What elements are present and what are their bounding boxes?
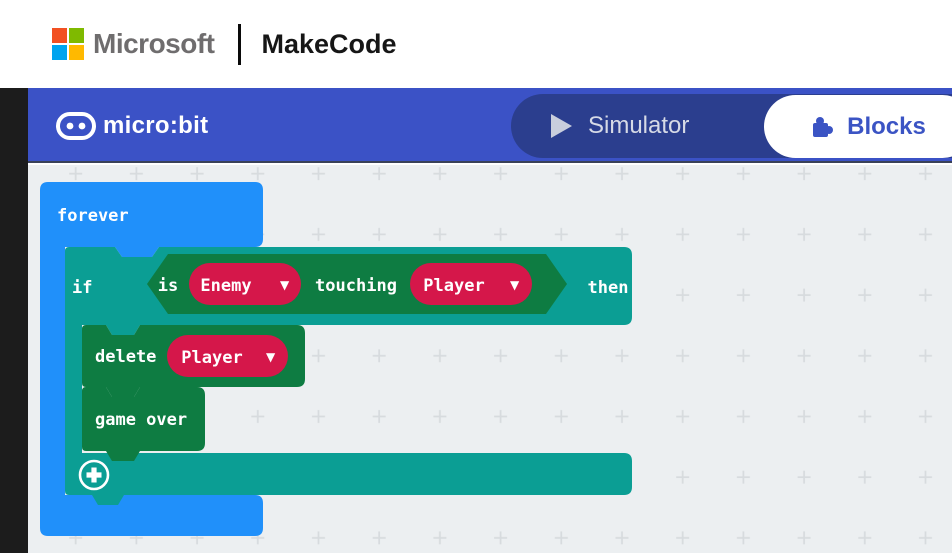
- if-label: if: [72, 278, 92, 298]
- game-over-block[interactable]: game over: [82, 387, 205, 461]
- if-block[interactable]: if then is Enemy ▼ touching Player: [65, 247, 632, 505]
- left-edge-strip: [0, 88, 28, 553]
- game-over-label: game over: [95, 410, 187, 430]
- microbit-logo-icon: [56, 111, 96, 140]
- ms-logo-green-square: [69, 28, 84, 43]
- simulator-label: Simulator: [588, 112, 690, 139]
- expand-if-button[interactable]: [78, 459, 110, 491]
- ms-logo-yellow-square: [69, 45, 84, 60]
- blocks-workspace[interactable]: forever if then is Enemy ▼ touching: [28, 165, 952, 553]
- ms-logo-red-square: [52, 28, 67, 43]
- microsoft-logo-icon: [52, 28, 84, 60]
- ms-logo-blue-square: [52, 45, 67, 60]
- condition-hexagon[interactable]: is Enemy ▼ touching Player ▼: [147, 254, 567, 314]
- microsoft-label: Microsoft: [93, 28, 215, 59]
- view-toggle-pill: Simulator Blocks: [511, 94, 952, 158]
- chevron-down-icon: ▼: [510, 278, 520, 292]
- makecode-label: MakeCode: [261, 28, 397, 59]
- forever-label: forever: [57, 206, 129, 226]
- condition-is-label: is: [158, 276, 178, 296]
- microbit-brand[interactable]: micro:bit: [55, 88, 209, 161]
- delete-label: delete: [95, 347, 156, 367]
- then-label: then: [588, 278, 629, 298]
- delete-player-dropdown[interactable]: Player ▼: [167, 335, 288, 377]
- enemy-dropdown[interactable]: Enemy ▼: [189, 263, 301, 305]
- microbit-brand-label: micro:bit: [103, 111, 209, 139]
- forever-block[interactable]: forever: [40, 182, 263, 536]
- puzzle-icon: [812, 116, 834, 138]
- condition-touching-label: touching: [315, 276, 397, 296]
- site-header: Microsoft MakeCode: [0, 0, 952, 88]
- play-icon: [551, 114, 572, 138]
- player-dropdown[interactable]: Player ▼: [410, 263, 532, 305]
- blocks-button[interactable]: Blocks: [764, 95, 952, 158]
- simulator-button[interactable]: Simulator: [551, 94, 689, 158]
- delete-block[interactable]: delete Player ▼: [82, 325, 305, 397]
- delete-player-dropdown-label: Player: [181, 348, 242, 368]
- chevron-down-icon: ▼: [280, 278, 290, 292]
- chevron-down-icon: ▼: [266, 350, 276, 364]
- player-dropdown-label: Player: [423, 276, 484, 296]
- blocks-canvas: forever if then is Enemy ▼ touching: [28, 165, 952, 553]
- plus-icon: [86, 467, 102, 483]
- editor-navbar: micro:bit Simulator Blocks: [28, 88, 952, 163]
- brand-divider: [237, 23, 241, 65]
- enemy-dropdown-label: Enemy: [200, 276, 251, 296]
- blocks-label: Blocks: [847, 112, 926, 140]
